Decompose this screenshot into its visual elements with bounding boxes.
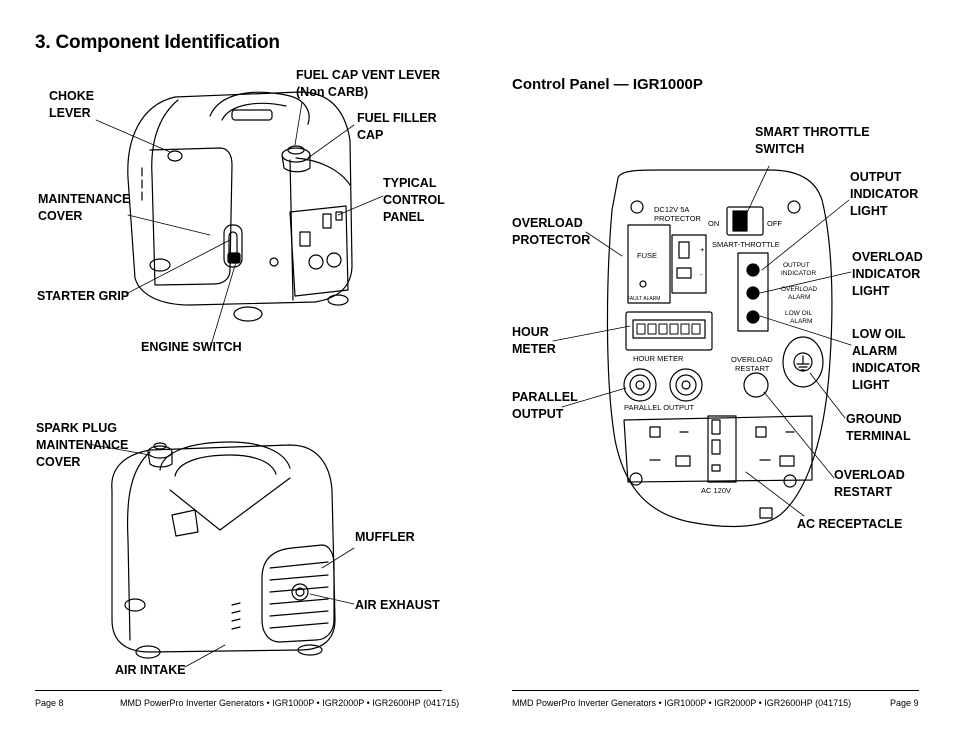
label-typical-control-panel: TYPICAL CONTROL PANEL xyxy=(383,176,445,224)
label-ground-terminal: GROUND TERMINAL xyxy=(846,412,911,443)
panel-plus: + xyxy=(700,245,705,254)
label-output-indicator-light: OUTPUT INDICATOR LIGHT xyxy=(850,170,919,218)
label-spark-plug-cover: SPARK PLUG MAINTENANCE COVER xyxy=(36,421,129,469)
panel-ac-120v: AC 120V xyxy=(701,486,731,495)
panel-output-indicator-2: INDICATOR xyxy=(781,270,816,277)
generator-front-illustration xyxy=(95,91,384,343)
footer-left-doc: MMD PowerPro Inverter Generators • IGR10… xyxy=(120,698,460,708)
panel-overload-alarm-2: ALARM xyxy=(788,294,810,301)
footer-rule-right xyxy=(512,690,919,691)
panel-smart-throttle: SMART-THROTTLE xyxy=(712,240,780,249)
label-overload-restart: OVERLOAD RESTART xyxy=(834,468,905,499)
panel-fuse: FUSE xyxy=(637,251,657,260)
label-engine-switch: ENGINE SWITCH xyxy=(141,340,242,354)
label-overload-protector: OVERLOAD PROTECTOR xyxy=(512,216,591,247)
control-panel-illustration xyxy=(552,165,852,528)
label-smart-throttle-switch: SMART THROTTLE SWITCH xyxy=(755,125,870,156)
label-maintenance-cover: MAINTENANCE COVER xyxy=(38,192,131,223)
label-ac-receptacle: AC RECEPTACLE xyxy=(797,517,903,531)
label-parallel-output: PARALLEL OUTPUT xyxy=(512,390,578,421)
label-hour-meter: HOUR METER xyxy=(512,325,556,356)
label-fuel-filler-cap: FUEL FILLER CAP xyxy=(357,111,437,142)
page-title: 3. Component Identification xyxy=(35,32,280,53)
label-muffler: MUFFLER xyxy=(355,530,415,544)
label-overload-indicator-light: OVERLOAD INDICATOR LIGHT xyxy=(852,250,923,298)
panel-low-oil-2: ALARM xyxy=(790,318,812,325)
panel-overload-restart-1: OVERLOAD xyxy=(731,355,773,364)
panel-low-oil-1: LOW OIL xyxy=(785,310,812,317)
label-choke-lever: CHOKE LEVER xyxy=(49,89,95,120)
generator-rear-illustration xyxy=(87,441,355,668)
label-fuel-cap-vent: FUEL CAP VENT LEVER (Non CARB) xyxy=(296,68,441,99)
label-starter-grip: STARTER GRIP xyxy=(37,289,130,303)
footer-right-page: Page 9 xyxy=(890,698,919,708)
panel-parallel-output: PARALLEL OUTPUT xyxy=(624,403,694,412)
panel-fault-alarm: FAULT ALARM xyxy=(627,296,660,302)
panel-output-indicator-1: OUTPUT xyxy=(783,262,810,269)
panel-on: ON xyxy=(708,219,719,228)
footer-rule-left xyxy=(35,690,442,691)
control-panel-heading: Control Panel — IGR1000P xyxy=(512,76,703,93)
panel-protector-line2: PROTECTOR xyxy=(654,214,702,223)
label-low-oil-alarm-light: LOW OIL ALARM INDICATOR LIGHT xyxy=(852,327,921,392)
panel-off: OFF xyxy=(767,219,782,228)
footer-left-page: Page 8 xyxy=(35,698,64,708)
panel-overload-restart-2: RESTART xyxy=(735,364,770,373)
panel-minus: - xyxy=(700,270,703,279)
panel-protector-line1: DC12V 5A xyxy=(654,205,689,214)
panel-hour-meter: HOUR METER xyxy=(633,354,684,363)
footer-right-doc: MMD PowerPro Inverter Generators • IGR10… xyxy=(512,698,852,708)
label-air-intake: AIR INTAKE xyxy=(115,663,186,677)
panel-overload-alarm-1: OVERLOAD xyxy=(781,286,817,293)
label-air-exhaust: AIR EXHAUST xyxy=(355,598,440,612)
